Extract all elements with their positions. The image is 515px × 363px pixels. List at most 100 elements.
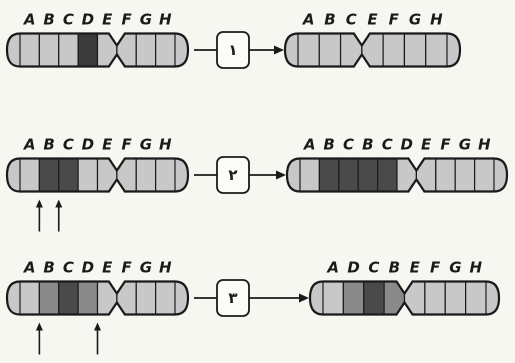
gene-label-D: D <box>400 136 412 154</box>
gene-segment-H <box>425 33 448 67</box>
gene-segment-B <box>383 281 406 315</box>
gene-segment-C <box>58 158 79 192</box>
gene-label-G: G <box>140 11 152 29</box>
gene-label-G: G <box>409 11 421 29</box>
gene-segment-G <box>444 281 467 315</box>
gene-label-H: H <box>159 259 172 277</box>
gene-segment-B <box>38 158 60 192</box>
break-point-arrow <box>94 322 101 355</box>
gene-label-F: F <box>430 259 441 277</box>
gene-segment-H <box>465 281 487 315</box>
chromosome-bands <box>310 281 499 315</box>
gene-segment-D <box>342 281 365 315</box>
chromosome-outline <box>5 157 190 193</box>
gene-segment-H <box>155 281 176 315</box>
gene-segment-G <box>454 158 476 192</box>
gene-label-D: D <box>82 259 94 277</box>
gene-label-B: B <box>362 136 373 154</box>
gene-segment-C <box>58 281 79 315</box>
gene-segment-H <box>155 33 176 67</box>
gene-label-C: C <box>63 259 74 277</box>
gene-segment-B <box>38 33 60 67</box>
gene-segment-B <box>357 158 379 192</box>
gene-segment-D <box>77 281 99 315</box>
gene-label-A: A <box>326 259 339 277</box>
gene-label-E: E <box>421 136 432 154</box>
gene-label-E: E <box>102 136 113 154</box>
gene-label-G: G <box>140 259 152 277</box>
gene-segment-G <box>135 158 157 192</box>
gene-label-H: H <box>470 259 483 277</box>
gene-label-E: E <box>102 11 113 29</box>
gene-segment-C <box>377 158 398 192</box>
gene-label-A: A <box>23 136 36 154</box>
gene-label-B: B <box>43 259 54 277</box>
break-point-arrow <box>35 199 43 232</box>
gene-segment-C <box>338 158 359 192</box>
gene-label-E: E <box>102 259 113 277</box>
gene-segment-F <box>424 281 446 315</box>
gene-segment-E <box>415 158 437 192</box>
step-number-label: ٣ <box>228 289 237 307</box>
gene-label-C: C <box>343 136 354 154</box>
gene-label-D: D <box>347 259 359 277</box>
arrow-head-icon <box>276 170 286 180</box>
gene-label-F: F <box>121 11 132 29</box>
chromosome-bands <box>287 158 507 192</box>
gene-label-C: C <box>63 11 74 29</box>
gene-segment-A <box>19 158 40 192</box>
gene-label-D: D <box>82 136 94 154</box>
gene-segment-G <box>135 281 157 315</box>
gene-label-H: H <box>430 11 443 29</box>
gene-label-A: A <box>302 11 315 29</box>
gene-label-A: A <box>23 259 36 277</box>
break-point-arrow <box>35 322 43 355</box>
gene-segment-D <box>77 158 99 192</box>
chromosome-outline <box>5 280 190 316</box>
gene-segment-F <box>382 33 406 67</box>
gene-segment-A <box>19 281 40 315</box>
gene-segment-G <box>135 33 157 67</box>
gene-label-H: H <box>159 11 172 29</box>
gene-label-B: B <box>324 11 335 29</box>
chromosome-outline <box>5 32 190 68</box>
gene-label-F: F <box>121 259 132 277</box>
chromosome-bands <box>7 281 188 315</box>
step-number-box <box>216 279 250 317</box>
process-arrow: ٢ <box>194 156 286 194</box>
process-arrow: ١ <box>194 31 284 69</box>
gene-segment-A <box>297 33 320 67</box>
gene-segment-H <box>155 158 176 192</box>
gene-segment-E <box>96 158 118 192</box>
gene-label-F: F <box>121 136 132 154</box>
gene-label-F: F <box>440 136 451 154</box>
break-point-arrow <box>55 199 63 232</box>
chromosome-bands <box>7 158 188 192</box>
gene-label-G: G <box>459 136 471 154</box>
gene-label-C: C <box>346 11 357 29</box>
gene-label-C: C <box>63 136 74 154</box>
gene-segment-E <box>403 281 426 315</box>
gene-segment-A <box>299 158 320 192</box>
chromosome-outline <box>308 280 501 316</box>
step-number-label: ٢ <box>228 166 237 184</box>
gene-segment-F <box>116 158 137 192</box>
gene-label-B: B <box>43 136 54 154</box>
gene-label-G: G <box>140 136 152 154</box>
gene-label-A: A <box>303 136 316 154</box>
chromosome-outline <box>283 32 462 68</box>
gene-segment-B <box>318 33 342 67</box>
chromosome-outline <box>285 157 509 193</box>
gene-segment-A <box>19 33 40 67</box>
gene-segment-H <box>474 158 495 192</box>
gene-label-F: F <box>389 11 400 29</box>
chromosome-bands <box>7 33 188 67</box>
